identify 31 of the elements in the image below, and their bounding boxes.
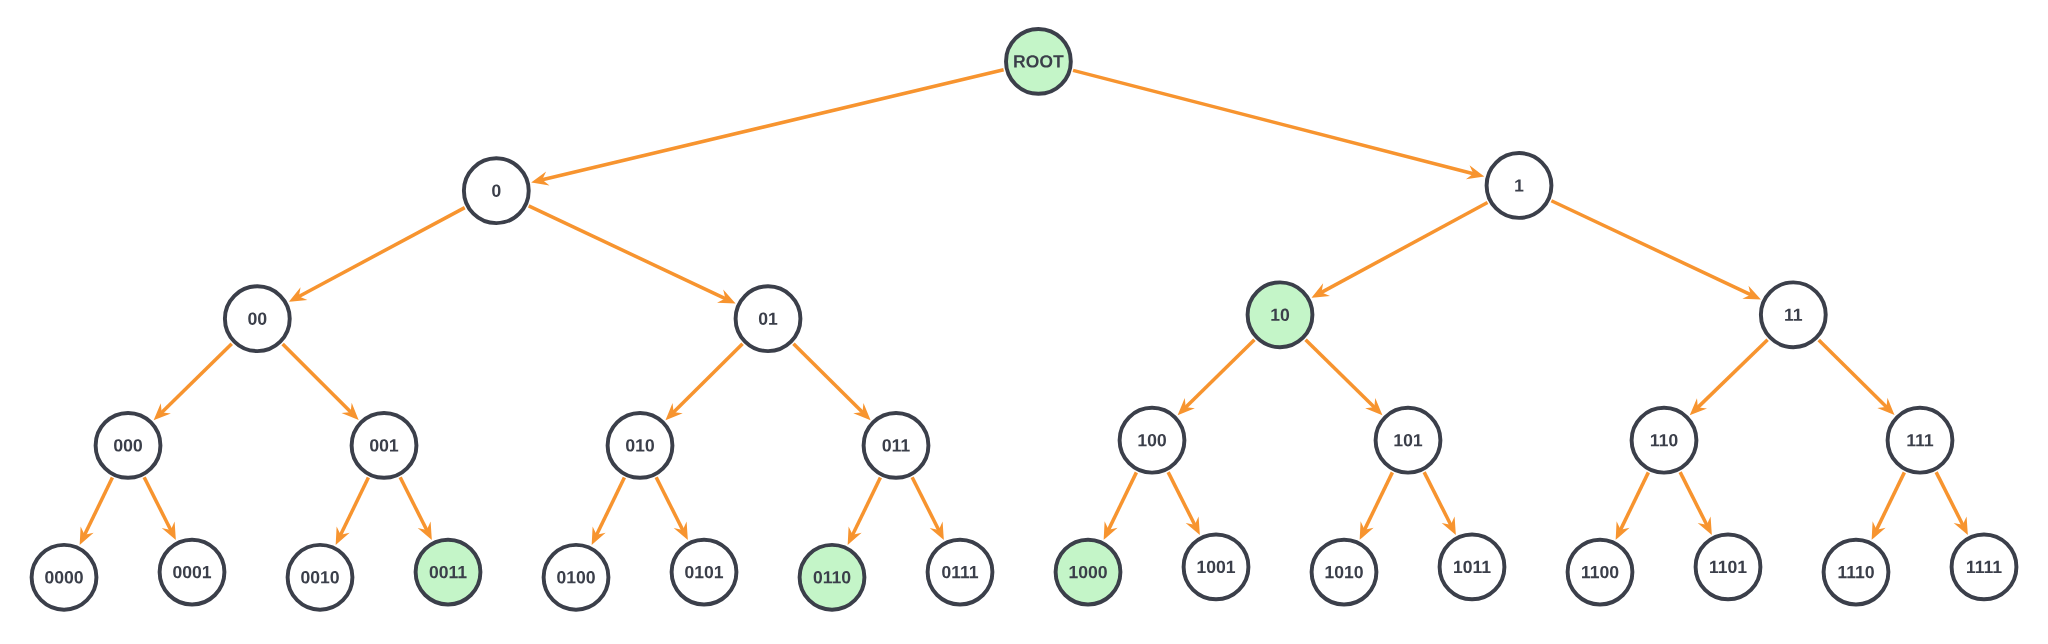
- tree-node: 1000: [1053, 537, 1123, 607]
- tree-node: 1101: [1693, 532, 1763, 602]
- tree-node: 100: [1117, 405, 1187, 475]
- tree-node: 1001: [1181, 532, 1251, 602]
- tree-node: 101: [1373, 405, 1443, 475]
- tree-node: 110: [1629, 405, 1699, 475]
- tree-node: 0011: [413, 537, 483, 607]
- tree-node: 0001: [157, 537, 227, 607]
- tree-node: 00: [222, 284, 292, 354]
- tree-node: 1: [1484, 151, 1554, 220]
- tree-node: 0111: [925, 537, 995, 607]
- tree-node: 0110: [797, 542, 867, 612]
- tree-node: 0101: [669, 537, 739, 607]
- tree-node: 1010: [1309, 537, 1379, 607]
- tree-node: 000: [93, 411, 163, 480]
- tree-node: 010: [605, 411, 675, 480]
- tree-node: 1110: [1821, 537, 1891, 607]
- tree-node: 0: [461, 156, 531, 226]
- tree-node: 111: [1885, 405, 1955, 475]
- tree-node: 1111: [1949, 532, 2019, 602]
- tree-node: ROOT: [1004, 27, 1073, 96]
- tree-node: 01: [733, 284, 803, 354]
- tree-node: 0000: [29, 542, 99, 612]
- tree-node: 011: [861, 411, 931, 480]
- tree-node: 1011: [1437, 532, 1507, 602]
- tree-node: 0010: [285, 542, 355, 612]
- tree-node: 11: [1758, 280, 1828, 350]
- tree-node: 0100: [541, 542, 611, 612]
- tree-node: 1100: [1565, 537, 1635, 607]
- tree-node: 001: [349, 411, 419, 480]
- tree-node: 10: [1245, 280, 1315, 350]
